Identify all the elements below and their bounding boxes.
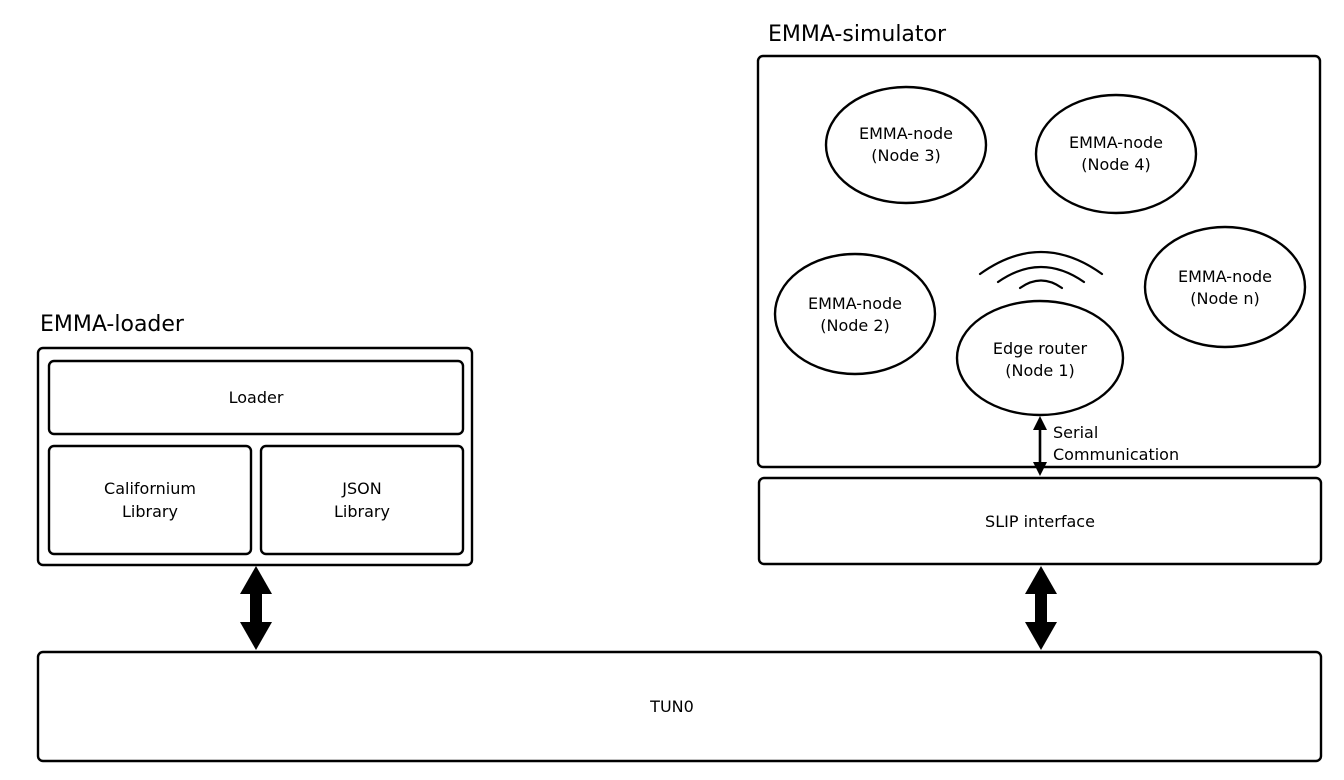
californium-label-line2: Library [122, 502, 178, 521]
node4-label-line2: (Node 4) [1081, 155, 1151, 174]
json-library-box [259, 444, 465, 556]
emma-simulator-title: EMMA-simulator [768, 22, 947, 47]
edge-router-label-line2: (Node 1) [1005, 361, 1075, 380]
noden-label-line2: (Node n) [1190, 289, 1259, 308]
serial-label-line2: Communication [1053, 445, 1179, 464]
node2-label-line1: EMMA-node [808, 294, 902, 313]
tun0-group: TUN0 [36, 650, 1323, 763]
json-label-line2: Library [334, 502, 390, 521]
loader-label: Loader [229, 388, 284, 407]
emma-node-3: EMMA-node (Node 3) [824, 85, 988, 205]
double-arrow-thick-icon [1025, 566, 1057, 650]
double-arrow-thick-icon [240, 566, 272, 650]
loader-box [47, 359, 465, 436]
node3-label-line2: (Node 3) [871, 146, 941, 165]
node3-label-line1: EMMA-node [859, 124, 953, 143]
node2-label-line2: (Node 2) [820, 316, 890, 335]
emma-simulator-group: EMMA-simulator EMMA-node (Node 3) EMMA-n… [756, 22, 1323, 566]
slip-interface-box [757, 476, 1323, 566]
californium-label-line1: Californium [104, 479, 196, 498]
emma-node-2: EMMA-node (Node 2) [773, 252, 937, 376]
emma-node-n: EMMA-node (Node n) [1143, 225, 1307, 349]
node4-label-line1: EMMA-node [1069, 133, 1163, 152]
emma-loader-group: EMMA-loader Loader Californium Library J… [36, 312, 474, 567]
tun0-box [36, 650, 1323, 763]
noden-label-line1: EMMA-node [1178, 267, 1272, 286]
edge-router-label-line1: Edge router [993, 339, 1088, 358]
double-arrow-thin-icon [1033, 416, 1047, 476]
serial-label-line1: Serial [1053, 423, 1098, 442]
json-label-line1: JSON [341, 479, 381, 498]
slip-interface-label: SLIP interface [985, 512, 1095, 531]
wireless-signal-icon [978, 250, 1104, 290]
tun0-label: TUN0 [649, 697, 694, 716]
emma-loader-title: EMMA-loader [40, 312, 185, 337]
emma-node-4: EMMA-node (Node 4) [1034, 93, 1198, 215]
edge-router-node: Edge router (Node 1) [955, 299, 1125, 417]
californium-library-box [47, 444, 253, 556]
